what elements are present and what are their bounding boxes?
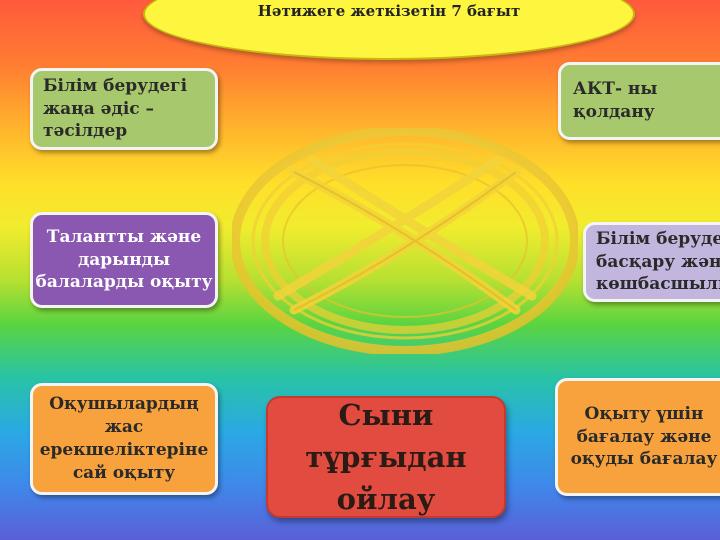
box-new-methods-line-1: Білім берудегі xyxy=(43,75,188,96)
box-assessment-line-2: бағалау және xyxy=(576,426,712,447)
shanyrak-emblem-icon xyxy=(232,128,578,354)
title-ellipse: Нәтижеге жеткізетін 7 бағыт xyxy=(143,0,635,60)
box-assessment: Оқыту үшін бағалау және оқуды бағалау xyxy=(555,378,720,496)
center-line-1: Сыни тұрғыдан xyxy=(305,397,467,474)
box-age-features-line-4: сай оқыту xyxy=(72,462,176,483)
box-gifted-children-line-2: дарынды xyxy=(77,249,171,270)
box-leadership-line-3: көшбасшылық xyxy=(596,274,720,295)
center-critical-thinking-box: Сыни тұрғыдан ойлау xyxy=(266,396,506,518)
box-age-features-line-2: жас xyxy=(104,417,144,438)
center-line-2: ойлау xyxy=(336,482,436,517)
box-assessment-line-1: Оқыту үшін xyxy=(584,403,704,424)
page-title: Нәтижеге жеткізетін 7 бағыт xyxy=(257,2,521,20)
box-age-features-line-1: Оқушылардың xyxy=(49,394,199,415)
box-gifted-children-line-3: балаларды оқыту xyxy=(35,272,213,293)
box-assessment-line-3: оқуды бағалау xyxy=(570,449,718,470)
box-ict-usage-line-1: АКТ- ны қолдану xyxy=(573,79,658,122)
box-leadership-line-1: Білім берудегі xyxy=(596,228,720,249)
box-age-features: Оқушылардың жас ерекшеліктеріне сай оқыт… xyxy=(30,383,218,495)
box-new-methods-line-2: жаңа әдіс –тәсілдер xyxy=(43,98,155,142)
box-age-features-line-3: ерекшеліктеріне xyxy=(39,440,209,460)
box-new-methods: Білім берудегі жаңа әдіс –тәсілдер xyxy=(30,68,218,150)
box-leadership-line-2: басқару және xyxy=(596,251,720,272)
box-ict-usage: АКТ- ны қолдану xyxy=(558,62,720,140)
box-gifted-children-line-1: Талантты және xyxy=(46,226,202,247)
box-leadership: Білім берудегі басқару және көшбасшылық xyxy=(583,222,720,302)
box-gifted-children: Талантты және дарынды балаларды оқыту xyxy=(30,212,218,308)
